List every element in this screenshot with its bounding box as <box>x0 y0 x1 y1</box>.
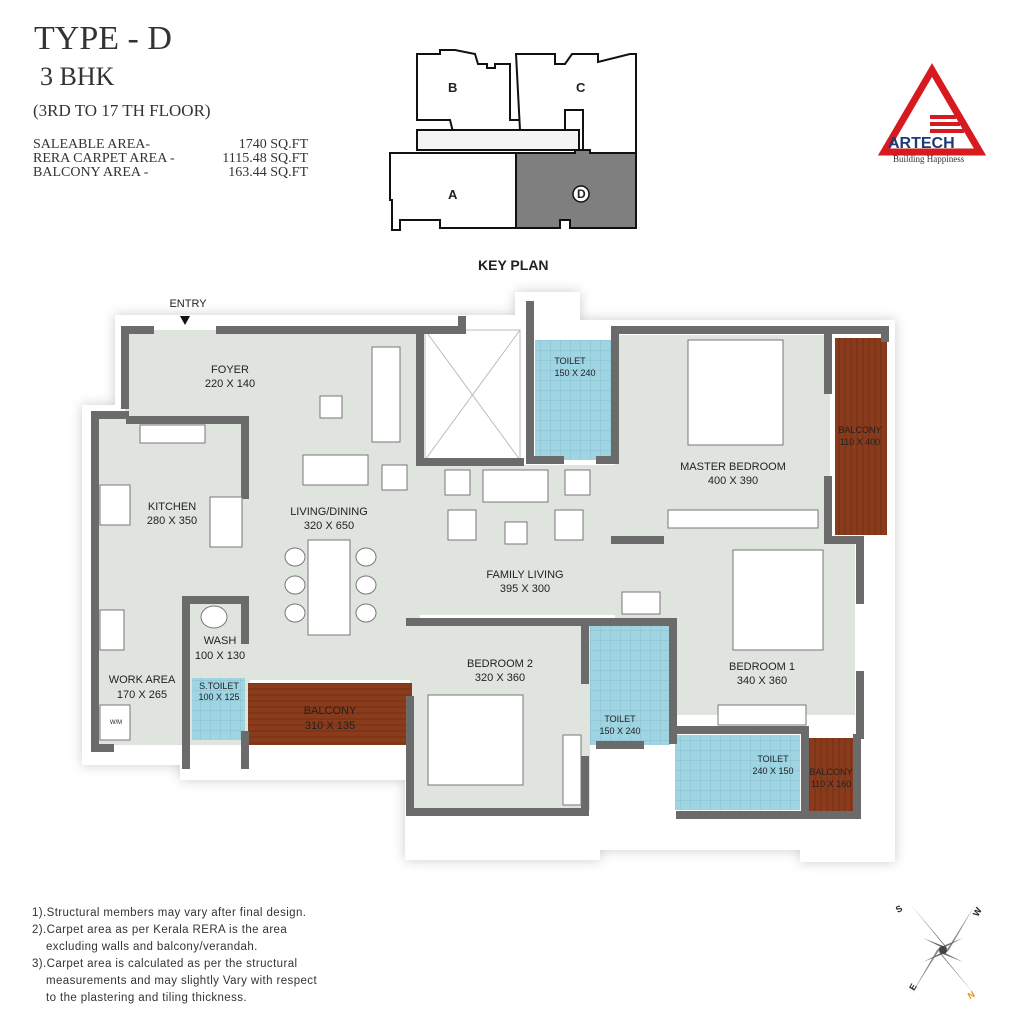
room-size: 240 X 150 <box>752 766 794 776</box>
room-name: TOILET <box>604 714 636 724</box>
room-name: BALCONY <box>838 425 882 435</box>
toilet-master <box>535 340 615 460</box>
key-highlight-circle <box>572 185 590 203</box>
artech-logo <box>877 63 987 156</box>
room-size: 150 X 240 <box>599 726 641 736</box>
s-toilet <box>192 678 245 740</box>
entry-label: ENTRY <box>169 298 207 310</box>
area-value: 163.44 SQ.FT <box>228 165 308 180</box>
wardrobe <box>717 704 807 726</box>
washing-machine <box>99 704 131 741</box>
key-label-b: B <box>448 80 458 95</box>
balcony-master <box>835 338 887 535</box>
disclaimer-notes: 1).Structural members may vary after fin… <box>32 905 317 1007</box>
sofa <box>302 454 369 486</box>
note-line: excluding walls and balcony/verandah. <box>46 941 258 953</box>
note-line: 1).Structural members may vary after fin… <box>32 907 307 919</box>
key-corridor <box>416 129 580 151</box>
note-line: measurements and may slightly Vary with … <box>46 975 318 987</box>
note-line: to the plastering and tiling thickness. <box>46 992 247 1004</box>
room-size: 100 X 125 <box>198 692 240 702</box>
bhk-label: 3 BHK <box>40 62 115 91</box>
floor-range: (3RD TO 17 TH FLOOR) <box>33 101 211 120</box>
note-line: 3).Carpet area is calculated as per the … <box>32 958 298 970</box>
entry-arrow-icon <box>180 316 190 325</box>
room-name: FAMILY LIVING <box>486 569 564 581</box>
toilet-bedroom2 <box>590 625 670 745</box>
saleable-area-row: SALEABLE AREA- 1740 SQ.FT <box>33 138 308 152</box>
stove <box>99 484 131 526</box>
area-value: 1740 SQ.FT <box>238 137 308 152</box>
bed-1 <box>732 549 824 651</box>
carpet-area-row: RERA CARPET AREA - 1115.48 SQ.FT <box>33 152 308 166</box>
room-name: WASH <box>203 635 237 647</box>
logo-name: ARTECH <box>888 135 955 152</box>
room-name: FOYER <box>211 364 249 376</box>
room-size: 320 X 360 <box>474 672 526 684</box>
room-name: KITCHEN <box>147 501 197 513</box>
balcony-area-row: BALCONY AREA - 163.44 SQ.FT <box>33 166 308 180</box>
walls <box>91 301 889 819</box>
logo-tagline: Building Happiness <box>893 154 965 164</box>
room-size: 110 X 160 <box>810 779 852 789</box>
sink-counter <box>139 424 206 444</box>
key-plan-title: KEY PLAN <box>478 257 549 273</box>
key-label-a: A <box>448 187 458 202</box>
room-size: 150 X 240 <box>554 368 596 378</box>
area-value: 1115.48 SQ.FT <box>222 151 308 166</box>
balcony-bedroom1 <box>805 738 857 812</box>
room-name: LIVING/DINING <box>290 506 368 518</box>
room-size: 310 X 135 <box>304 720 356 732</box>
fridge <box>99 609 125 651</box>
room-name: BEDROOM 1 <box>728 661 796 673</box>
room-size: 100 X 130 <box>194 650 246 662</box>
master-bed <box>687 339 784 446</box>
room-size: 280 X 350 <box>146 515 198 527</box>
room-name: TOILET <box>757 754 789 764</box>
wardrobe <box>667 509 819 529</box>
note-line: 2).Carpet area as per Kerala RERA is the… <box>32 924 288 936</box>
room-size: 340 X 360 <box>736 675 788 687</box>
room-size: 220 X 140 <box>204 378 256 390</box>
dining-table <box>307 539 351 636</box>
room-size: 320 X 650 <box>303 520 355 532</box>
bed-2 <box>427 694 524 786</box>
room-name: WORK AREA <box>108 674 176 686</box>
wardrobe <box>621 591 661 615</box>
furniture <box>99 339 824 806</box>
room-name: MASTER BEDROOM <box>680 461 786 473</box>
room-name: BALCONY <box>809 767 853 777</box>
room-name: BALCONY <box>303 705 357 717</box>
room-name: S.TOILET <box>199 681 239 691</box>
room-size: 110 X 400 <box>839 437 881 447</box>
room-size: 170 X 265 <box>116 689 168 701</box>
key-label-d: D <box>577 187 586 201</box>
side-table <box>319 395 343 419</box>
sofa <box>371 346 401 443</box>
washing-machine-label: W/M <box>109 720 123 726</box>
compass-rose-icon <box>911 905 975 995</box>
key-label-c: C <box>576 80 586 95</box>
wardrobe <box>562 734 582 806</box>
sofa <box>482 469 549 503</box>
area-label: BALCONY AREA - <box>33 165 149 180</box>
area-label: RERA CARPET AREA - <box>33 151 175 166</box>
unit-type-title: TYPE - D <box>34 20 172 57</box>
balcony-living <box>248 683 412 745</box>
area-label: SALEABLE AREA- <box>33 137 151 152</box>
room-size: 395 X 300 <box>499 583 551 595</box>
toilet-bedroom1 <box>675 735 800 810</box>
room-name: TOILET <box>554 356 586 366</box>
room-name: BEDROOM 2 <box>466 658 534 670</box>
room-size: 400 X 390 <box>707 475 759 487</box>
